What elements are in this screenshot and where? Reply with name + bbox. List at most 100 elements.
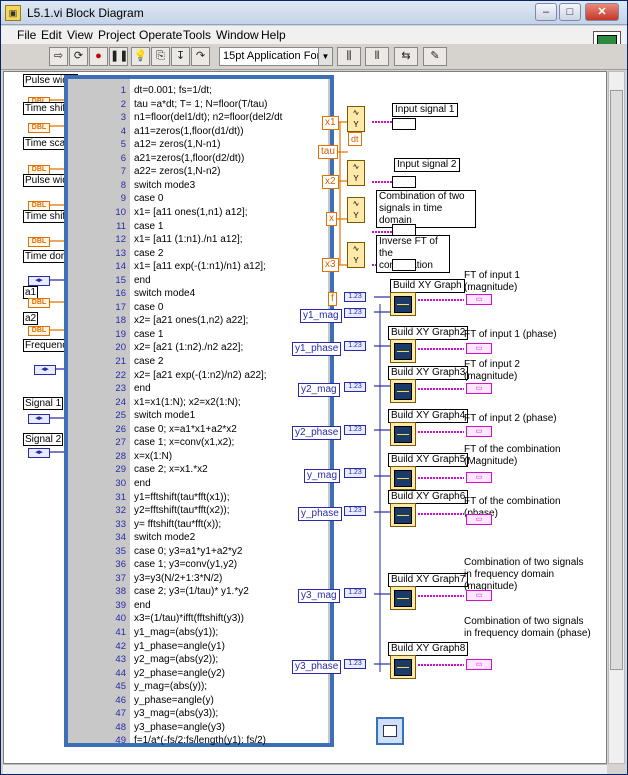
- complex-converter-2[interactable]: 1.23: [344, 308, 366, 318]
- code-line[interactable]: case 1; y3=conv(y1,y2): [134, 559, 238, 571]
- code-line[interactable]: y1=fftshift(tau*fft(x1));: [134, 491, 230, 503]
- code-line[interactable]: case 0: [134, 301, 164, 313]
- code-line[interactable]: a11=zeros(1,floor(d1/dt)): [134, 125, 244, 137]
- code-line[interactable]: y3=y3(N/2+1:3*N/2): [134, 572, 223, 584]
- a2-control[interactable]: DBL: [28, 326, 50, 336]
- horizontal-scrollbar[interactable]: [3, 764, 607, 774]
- code-line[interactable]: x1= [a11 ones(1,n1) a12];: [134, 206, 248, 218]
- time-shift-2-control[interactable]: DBL: [28, 123, 50, 133]
- menu-help[interactable]: Help: [261, 28, 286, 42]
- pause-icon[interactable]: ❚❚: [109, 47, 128, 66]
- build-xy-graph4-icon[interactable]: [390, 422, 416, 446]
- code-line[interactable]: tau =a*dt; T= 1; N=floor(T/tau): [134, 98, 268, 110]
- bundle-node-4[interactable]: ∿Y: [347, 242, 365, 268]
- code-line[interactable]: n1=floor(del1/dt); n2=floor(del2/dt: [134, 112, 283, 124]
- maximize-button[interactable]: □: [559, 3, 581, 21]
- code-line[interactable]: case 2; x=x1.*x2: [134, 464, 208, 476]
- code-line[interactable]: case 0; y3=a1*y1+a2*y2: [134, 545, 243, 557]
- code-line[interactable]: y2=fftshift(tau*fft(x2));: [134, 505, 230, 517]
- clean-up-diagram-icon[interactable]: ✎: [423, 47, 447, 66]
- menu-tools[interactable]: Tools: [183, 28, 212, 42]
- bundle-node-1[interactable]: ∿Y: [347, 106, 365, 132]
- code-line[interactable]: a12= zeros(1,N-n1): [134, 139, 221, 151]
- complex-converter-5[interactable]: 1.23: [344, 425, 366, 435]
- signal-1-selector[interactable]: ◂▸: [28, 414, 50, 424]
- build-xy-graph6-icon[interactable]: [390, 503, 416, 527]
- complex-converter-8[interactable]: 1.23: [344, 588, 366, 598]
- code-line[interactable]: f=1/a*(-fs/2:fs/length(y1): fs/2): [134, 735, 266, 747]
- formula-code[interactable]: dt=0.001; fs=1/dt;tau =a*dt; T= 1; N=flo…: [130, 79, 328, 747]
- code-line[interactable]: y2_phase=angle(y2): [134, 667, 225, 679]
- complex-converter-6[interactable]: 1.23: [344, 468, 366, 478]
- code-line[interactable]: y_mag=(abs(y));: [134, 681, 208, 693]
- code-line[interactable]: end: [134, 383, 151, 395]
- code-line[interactable]: case 1: [134, 220, 164, 232]
- code-line[interactable]: case 1; x=conv(x1,x2);: [134, 437, 235, 449]
- minimize-button[interactable]: –: [535, 3, 557, 21]
- reorder-icon[interactable]: ⇆: [394, 47, 418, 66]
- code-line[interactable]: y_phase=angle(y): [134, 694, 214, 706]
- code-line[interactable]: switch mode1: [134, 410, 196, 422]
- menu-project[interactable]: Project: [98, 28, 136, 42]
- code-line[interactable]: y3_mag=(abs(y3));: [134, 708, 219, 720]
- abort-icon[interactable]: ●: [89, 47, 108, 66]
- stop-icon[interactable]: [376, 717, 404, 745]
- code-line[interactable]: y= fftshift(tau*fft(x));: [134, 518, 222, 530]
- code-line[interactable]: switch mode2: [134, 532, 196, 544]
- align-objects-icon[interactable]: ⫼: [337, 47, 361, 66]
- code-line[interactable]: x1=x1(1:N); x2=x2(1:N);: [134, 396, 241, 408]
- code-line[interactable]: a22= zeros(1,N-n2): [134, 166, 221, 178]
- code-line[interactable]: x1= [a11 (1:n1)./n1 a12];: [134, 234, 243, 246]
- build-xy-graph-icon[interactable]: [390, 292, 416, 316]
- build-xy-graph7-icon[interactable]: [390, 586, 416, 610]
- complex-converter-4[interactable]: 1.23: [344, 382, 366, 392]
- code-line[interactable]: case 2: [134, 356, 164, 367]
- build-xy-graph8-icon[interactable]: [390, 655, 416, 679]
- time-domain-selector[interactable]: ◂▸: [28, 276, 50, 286]
- code-line[interactable]: y2_mag=(abs(y2));: [134, 654, 219, 666]
- code-line[interactable]: y3_phase=angle(y3): [134, 721, 225, 733]
- build-xy-graph3-icon[interactable]: [390, 379, 416, 403]
- time-shift-control[interactable]: DBL: [28, 237, 50, 247]
- scrollbar-thumb[interactable]: [610, 90, 623, 670]
- complex-converter-9[interactable]: 1.23: [344, 659, 366, 669]
- code-line[interactable]: end: [134, 274, 151, 286]
- code-line[interactable]: end: [134, 477, 151, 489]
- menu-file[interactable]: File: [17, 28, 37, 42]
- code-line[interactable]: y1_phase=angle(y1): [134, 640, 225, 652]
- step-over-icon[interactable]: ↷: [191, 47, 210, 66]
- frequency-domain-selector[interactable]: ◂▸: [34, 365, 56, 375]
- code-line[interactable]: case 2; y3=(1/tau)* y1.*y2: [134, 586, 249, 598]
- code-line[interactable]: x1= [a11 exp(-(1:n1)/n1) a12];: [134, 261, 266, 273]
- vertical-scrollbar[interactable]: [608, 71, 625, 764]
- complex-converter-1[interactable]: 1.23: [344, 292, 366, 302]
- run-arrow-icon[interactable]: ⇨: [49, 47, 68, 66]
- code-line[interactable]: switch mode4: [134, 288, 196, 300]
- code-line[interactable]: case 1: [134, 328, 164, 340]
- code-line[interactable]: case 0; x=a1*x1+a2*x2: [134, 423, 237, 435]
- code-line[interactable]: x2= [a21 exp(-(1:n2)/n2) a22];: [134, 369, 267, 381]
- run-continuously-icon[interactable]: ⟳: [69, 47, 88, 66]
- code-line[interactable]: x3=(1/tau)*ifft(fftshift(y3)): [134, 613, 244, 625]
- menu-edit[interactable]: Edit: [41, 28, 62, 42]
- step-into-icon[interactable]: ↧: [171, 47, 190, 66]
- code-line[interactable]: x=x(1:N): [134, 450, 173, 462]
- highlight-execution-icon[interactable]: 💡: [131, 47, 150, 66]
- signal-2-selector[interactable]: ◂▸: [28, 448, 50, 458]
- menu-window[interactable]: Window: [216, 28, 259, 42]
- code-line[interactable]: end: [134, 599, 151, 611]
- menu-view[interactable]: View: [67, 28, 93, 42]
- a1-control[interactable]: DBL: [28, 298, 50, 308]
- close-button[interactable]: ✕: [585, 3, 619, 21]
- block-diagram-canvas[interactable]: Pulse width DBL del1 Time shift 2 DBL d1…: [3, 71, 607, 764]
- build-xy-graph5-icon[interactable]: [390, 466, 416, 490]
- code-line[interactable]: case 2: [134, 247, 164, 259]
- bundle-node-3[interactable]: ∿Y: [347, 197, 365, 223]
- retain-wire-values-icon[interactable]: ⎘: [151, 47, 170, 66]
- bundle-node-2[interactable]: ∿Y: [347, 160, 365, 186]
- font-selector[interactable]: 15pt Application Font ▼: [219, 47, 333, 66]
- code-line[interactable]: a21=zeros(1,floor(d2/dt)): [134, 152, 245, 164]
- code-line[interactable]: y1_mag=(abs(y1));: [134, 627, 219, 638]
- code-line[interactable]: x2= [a21 ones(1,n2) a22];: [134, 315, 249, 327]
